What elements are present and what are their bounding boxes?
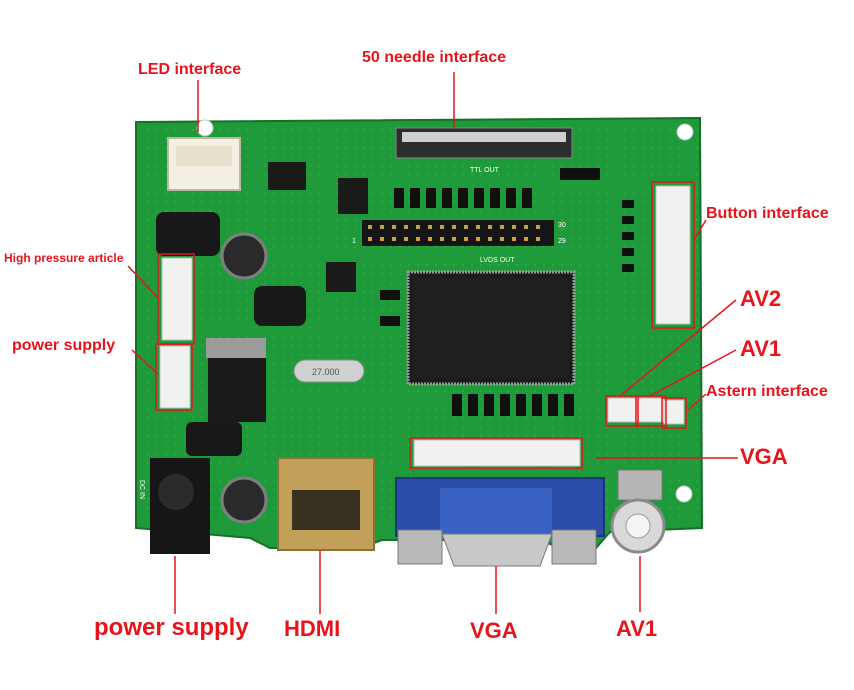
inductor-left <box>156 212 220 256</box>
red-highlight-boxes <box>155 181 695 469</box>
mount-hole-bottom-right <box>675 485 693 503</box>
smd-components <box>380 168 634 416</box>
rca-jack-center <box>625 513 651 539</box>
ic-power-heatsink <box>206 338 266 358</box>
mount-hole-top-left <box>196 119 214 137</box>
led-connector-slot <box>176 146 232 166</box>
fpc-connector-contacts <box>402 132 566 142</box>
ic-top-center <box>338 178 368 214</box>
inductor-center <box>254 286 306 326</box>
av2-connector <box>607 397 639 423</box>
vga-screw-right <box>551 529 597 565</box>
power-supply-connector <box>159 345 191 409</box>
ic-top-left <box>268 162 306 190</box>
mount-hole-top-right <box>676 123 694 141</box>
lvds-out-print: LVDS OUT <box>480 257 515 264</box>
ttl-out-print: TTL OUT <box>470 167 500 174</box>
astern-connector <box>663 399 685 425</box>
vga-right-label: VGA <box>740 444 788 469</box>
vga-header-connector <box>413 439 581 467</box>
button-interface-label: Button interface <box>706 205 829 222</box>
crystal-print: 27.000 <box>312 367 340 377</box>
power-supply-bottom-label: power supply <box>94 614 249 641</box>
capacitor-bottom <box>220 476 268 524</box>
high-pressure-label: High pressure article <box>4 251 124 265</box>
button-connector <box>655 185 691 325</box>
pin-1-print: 1 <box>352 238 356 245</box>
capacitor-top <box>220 232 268 280</box>
crystal-oscillator <box>293 359 365 383</box>
red-leader-lines <box>127 72 738 614</box>
main-chip-die <box>414 278 568 378</box>
dc-in-print: DC IN <box>138 480 145 499</box>
power-supply-left-label: power supply <box>12 337 116 354</box>
hdmi-label: HDMI <box>284 616 341 641</box>
vga-metal-shell <box>441 533 553 567</box>
vga-bottom-label: VGA <box>470 618 518 643</box>
vga-screw-left <box>397 529 443 565</box>
pin-30-print: 30 <box>558 222 566 229</box>
ic-regulator <box>326 262 356 292</box>
pin-header-pins <box>368 225 540 241</box>
av2-label: AV2 <box>740 286 782 311</box>
hdmi-port-opening <box>292 490 360 530</box>
vga-port-body <box>440 488 552 538</box>
needle-interface-label: 50 needle interface <box>362 49 507 66</box>
pin-header <box>362 220 554 246</box>
rca-jack-base <box>617 469 663 501</box>
av1-bottom-label: AV1 <box>616 616 658 641</box>
high-pressure-connector <box>161 257 193 341</box>
dc-jack-opening <box>158 474 194 510</box>
av1-connector <box>637 397 665 423</box>
av1-right-label: AV1 <box>740 336 782 361</box>
led-interface-label: LED interface <box>138 61 242 78</box>
astern-interface-label: Astern interface <box>706 383 828 400</box>
inductor-bottom <box>186 422 242 456</box>
ic-power-regulator <box>208 356 266 422</box>
pin-29-print: 29 <box>558 238 566 245</box>
